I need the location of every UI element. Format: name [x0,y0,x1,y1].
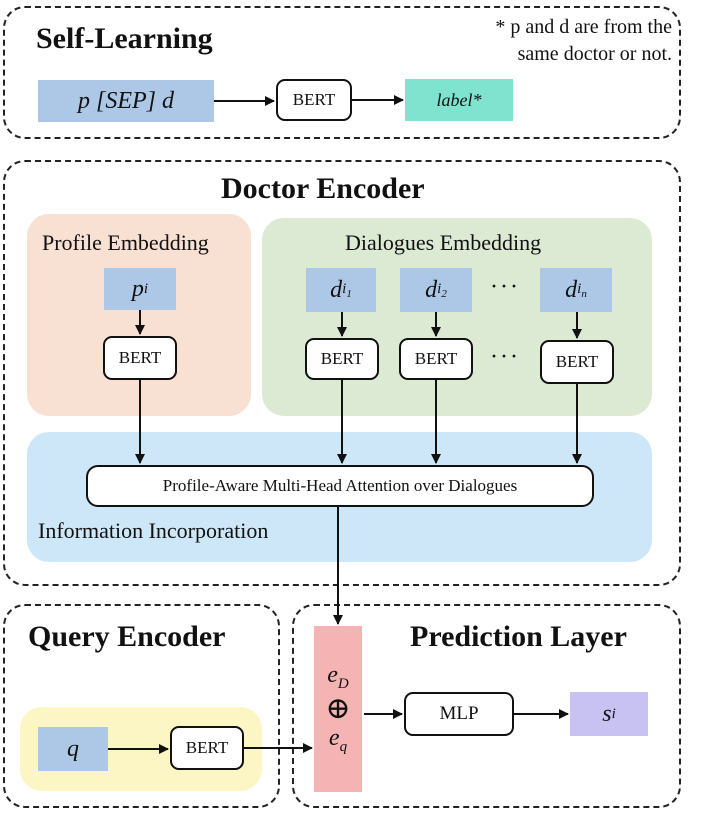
query-encoder-panel [3,604,280,808]
query-embedding-base: e [328,725,340,751]
concat-operator: ⊕ [325,692,351,725]
label-output-text: label* [436,89,482,110]
dialogue-token-ellipsis: ··· [490,274,520,300]
profile-embedding-title: Profile Embedding [42,230,209,255]
note-line-2: same doctor or not. [517,43,672,65]
profile-token-base: p [131,275,144,302]
query-embedding-sub: q [339,738,348,755]
dialogue-token-2-subsub: 2 [441,287,447,300]
doctor-embedding-sub: D [337,676,349,692]
dialogues-embedding-title: Dialogues Embedding [345,230,542,255]
self-learning-panel [3,6,681,139]
dialogue-token-1-sub: i [342,280,347,297]
doctor-encoder-panel [3,160,681,586]
dialogue-token-1-subsub: 1 [346,287,352,300]
profile-aware-attention-box: Profile-Aware Multi-Head Attention over … [86,465,594,507]
query-encoder-title: Query Encoder [28,620,226,653]
self-learning-bert: BERT [276,79,352,121]
concat-vector: eD ⊕ eq [314,626,362,792]
dialogue-bert-1: BERT [305,338,379,380]
self-learning-title: Self-Learning [36,22,213,55]
information-incorporation-label: Information Incorporation [38,518,269,543]
dialogue-bert-2: BERT [399,338,473,380]
query-bert: BERT [170,726,244,770]
dialogue-token-2-base: d [425,276,438,303]
pair-input-label: p [SEP] d [78,87,174,114]
score-sub: i [611,705,616,722]
doctor-encoder-title: Doctor Encoder [221,172,425,205]
dialogue-token-n-base: d [565,276,578,303]
doctor-embedding: eD [327,662,349,693]
mlp-box: MLP [404,692,514,736]
query-token: q [38,727,108,771]
self-learning-note: * p and d are from the same doctor or no… [400,14,672,68]
pair-input-token: p [SEP] d [38,80,214,122]
dialogue-token-2-sub: i [437,280,442,297]
prediction-layer-panel [292,604,681,808]
dialogue-token-n-subsub: n [581,287,587,300]
dialogue-bert-ellipsis: ··· [490,344,520,370]
score-base: s [602,700,612,727]
dialogue-token-1-base: d [330,276,343,303]
profile-bert: BERT [103,336,177,380]
dialogue-token-n-sub: i [577,280,582,297]
query-embedding: eq [329,725,347,756]
profile-token-sub: i [143,280,149,297]
note-line-1: * p and d are from the [495,16,672,38]
prediction-layer-title: Prediction Layer [410,620,627,653]
doctor-embedding-base: e [327,662,338,689]
label-output: label* [405,79,513,121]
dialogue-bert-n: BERT [540,340,614,384]
